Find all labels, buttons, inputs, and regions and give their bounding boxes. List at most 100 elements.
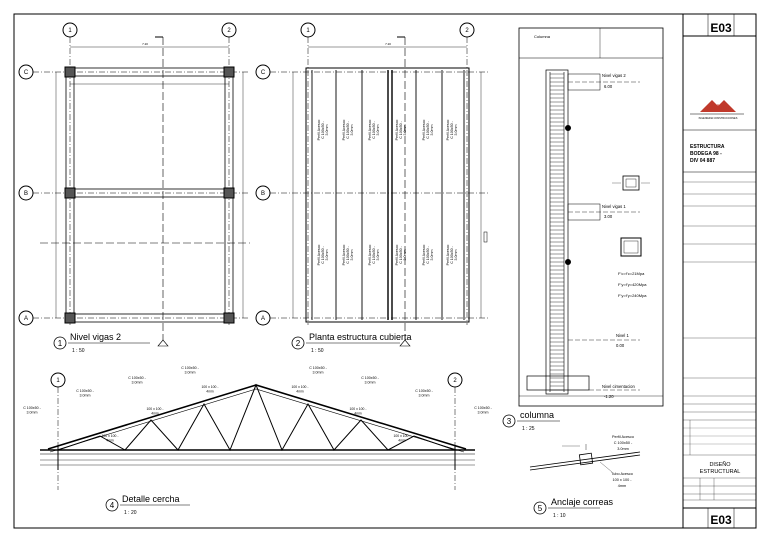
- truss-chord-label: 3.0mm: [419, 394, 430, 398]
- anchor-tubo-line2: 100 x 100 -: [613, 478, 633, 482]
- perfil-label-line: 3.0mm: [403, 125, 407, 136]
- column-detail: [518, 27, 664, 407]
- plan-nivel-vigas-2: [18, 22, 250, 347]
- rebar-formula-3: F’y=f’y=240Mpa: [618, 293, 647, 298]
- perfil-label-line: 3.0mm: [376, 250, 380, 261]
- view-scale-2: 1 : 50: [311, 348, 324, 354]
- grid-text-1: 1: [68, 28, 72, 34]
- perfil-label-line: Perfil Acesco: [368, 120, 372, 141]
- perfil-label-line: Perfil Acesco: [422, 245, 426, 266]
- grid-text-ab: A: [261, 316, 265, 322]
- column-stirrups: [550, 73, 564, 391]
- view-title-text-4: Detalle cercha: [122, 494, 180, 504]
- view-number-4: 4: [110, 501, 115, 510]
- grid-text-c: C: [24, 70, 29, 76]
- purlin-anchor-detail: [529, 444, 641, 473]
- level-nivel1-name: Nivel 1: [616, 333, 629, 338]
- view-title-2: 2 Planta estructura cubierta 1 : 50: [291, 332, 412, 354]
- company-logo-mark: [700, 100, 736, 112]
- rebar-formula-2: F’y=f’y=420Mpa: [618, 282, 647, 287]
- anchor-perfil-line1: Perfil Acesco: [612, 435, 634, 439]
- view-title-4: 4 Detalle cercha 1 : 20: [105, 494, 190, 516]
- perfil-label-line: 3.0mm: [430, 125, 434, 136]
- truss-web-label: 100 x 100 -: [350, 407, 367, 411]
- perfil-label-line: 3.0mm: [430, 250, 434, 261]
- level-vigas1-value: 3.00: [604, 214, 613, 219]
- truss-web-label: 100 x 100 -: [102, 434, 119, 438]
- level-cimentacion-value: -1.20: [604, 394, 614, 399]
- perfil-label-line: C 100x50 -: [346, 245, 350, 263]
- grid-text-2: 2: [227, 28, 231, 34]
- column-detail-frame: [518, 27, 664, 407]
- perfil-label-line: C 100x50 -: [321, 120, 325, 138]
- perfil-label-line: 3.0mm: [350, 250, 354, 261]
- perfil-label-line: C 100x50 -: [450, 245, 454, 263]
- perfil-label-line: C 100x50 -: [426, 120, 430, 138]
- perfil-label-line: Perfil Acesco: [395, 120, 399, 141]
- drawing-line-1: DISEÑO: [709, 461, 731, 468]
- truss-web-label: 100 x 100 -: [394, 434, 411, 438]
- perfil-label-line: 3.0mm: [325, 250, 329, 261]
- view-scale-4: 1 : 20: [124, 510, 137, 516]
- view-number-3: 3: [507, 417, 512, 426]
- truss-web-label: 100 x 100 -: [202, 385, 219, 389]
- anchor-perfil-line3: 3.0mm: [617, 447, 629, 451]
- plan2-dim-texts: 7.20: [385, 42, 391, 46]
- truss-web-label: 4mm: [206, 390, 214, 394]
- perfil-label-line: Perfil Acesco: [446, 120, 450, 141]
- perfil-label-line: C 100x50 -: [372, 245, 376, 263]
- view-title-text-3: columna: [520, 410, 554, 420]
- perfil-label-line: Perfil Acesco: [317, 120, 321, 141]
- plan-estructura-cubierta: [255, 22, 488, 347]
- truss-web-label: 4mm: [398, 439, 406, 443]
- perfil-label-line: Perfil Acesco: [317, 245, 321, 266]
- grid-text-1b: 1: [306, 28, 310, 34]
- view-scale-1: 1 : 50: [72, 348, 85, 354]
- view-number-5: 5: [538, 504, 543, 513]
- anchor-tubo-line1: Tubo Acesco: [611, 472, 633, 476]
- view-title-text-5: Anclaje correas: [551, 497, 614, 507]
- truss-web-label: 4mm: [106, 439, 114, 443]
- column-header-text: Columna: [534, 34, 551, 39]
- truss-web-label: 100 x 100 -: [292, 385, 309, 389]
- perfil-label-line: Perfil Acesco: [446, 245, 450, 266]
- sheet-number-bottom: E03: [710, 513, 732, 527]
- plan1-dim-texts: 7.20: [142, 42, 148, 46]
- truss-chord-label: 3.0mm: [132, 381, 143, 385]
- level-cimentacion-name: Nivel cimentacion: [602, 384, 635, 389]
- truss-chord-label: C 100x50 -: [76, 389, 94, 393]
- level-vigas2-value: 6.00: [604, 84, 613, 89]
- level-nivel1-value: 0.00: [616, 343, 625, 348]
- column-body: [545, 69, 569, 395]
- truss-chord-label: C 100x50 -: [415, 389, 433, 393]
- truss-chord-label: 3.0mm: [27, 411, 38, 415]
- truss-chord-label: C 100x50 -: [181, 366, 199, 370]
- title-block-texts: E03 E03 M&M INGENIERIA CONSTRUCCIONES ES…: [690, 21, 740, 527]
- level-vigas1-name: Nivel vigas 1: [602, 204, 626, 209]
- perfil-label-line: 3.0mm: [403, 250, 407, 261]
- perfil-label-line: Perfil Acesco: [395, 245, 399, 266]
- truss-chord-label: C 100x50 -: [309, 366, 327, 370]
- truss-web-label: 4mm: [296, 390, 304, 394]
- anchor-tubo-line3: 4mm: [618, 484, 626, 488]
- level-vigas2-name: Nivel vigas 2: [602, 73, 626, 78]
- perfil-label-line: 3.0mm: [325, 125, 329, 136]
- project-line-1: ESTRUCTURA: [690, 144, 725, 150]
- perfil-label-line: 3.0mm: [454, 250, 458, 261]
- grid-text-b: B: [24, 191, 28, 197]
- project-line-3: DIV 04 887: [690, 158, 715, 164]
- view-scale-5: 1 : 10: [553, 513, 566, 519]
- rebar-formula-1: F’c=f’c=21Mpa: [618, 271, 645, 276]
- perfil-label-line: 3.0mm: [350, 125, 354, 136]
- truss-chord-label: C 100x50 -: [361, 376, 379, 380]
- cubierta-outline: [305, 67, 470, 323]
- truss-chord-label: 3.0mm: [80, 394, 91, 398]
- sheet-number-top: E03: [710, 21, 732, 35]
- view-title-text-2: Planta estructura cubierta: [309, 332, 412, 342]
